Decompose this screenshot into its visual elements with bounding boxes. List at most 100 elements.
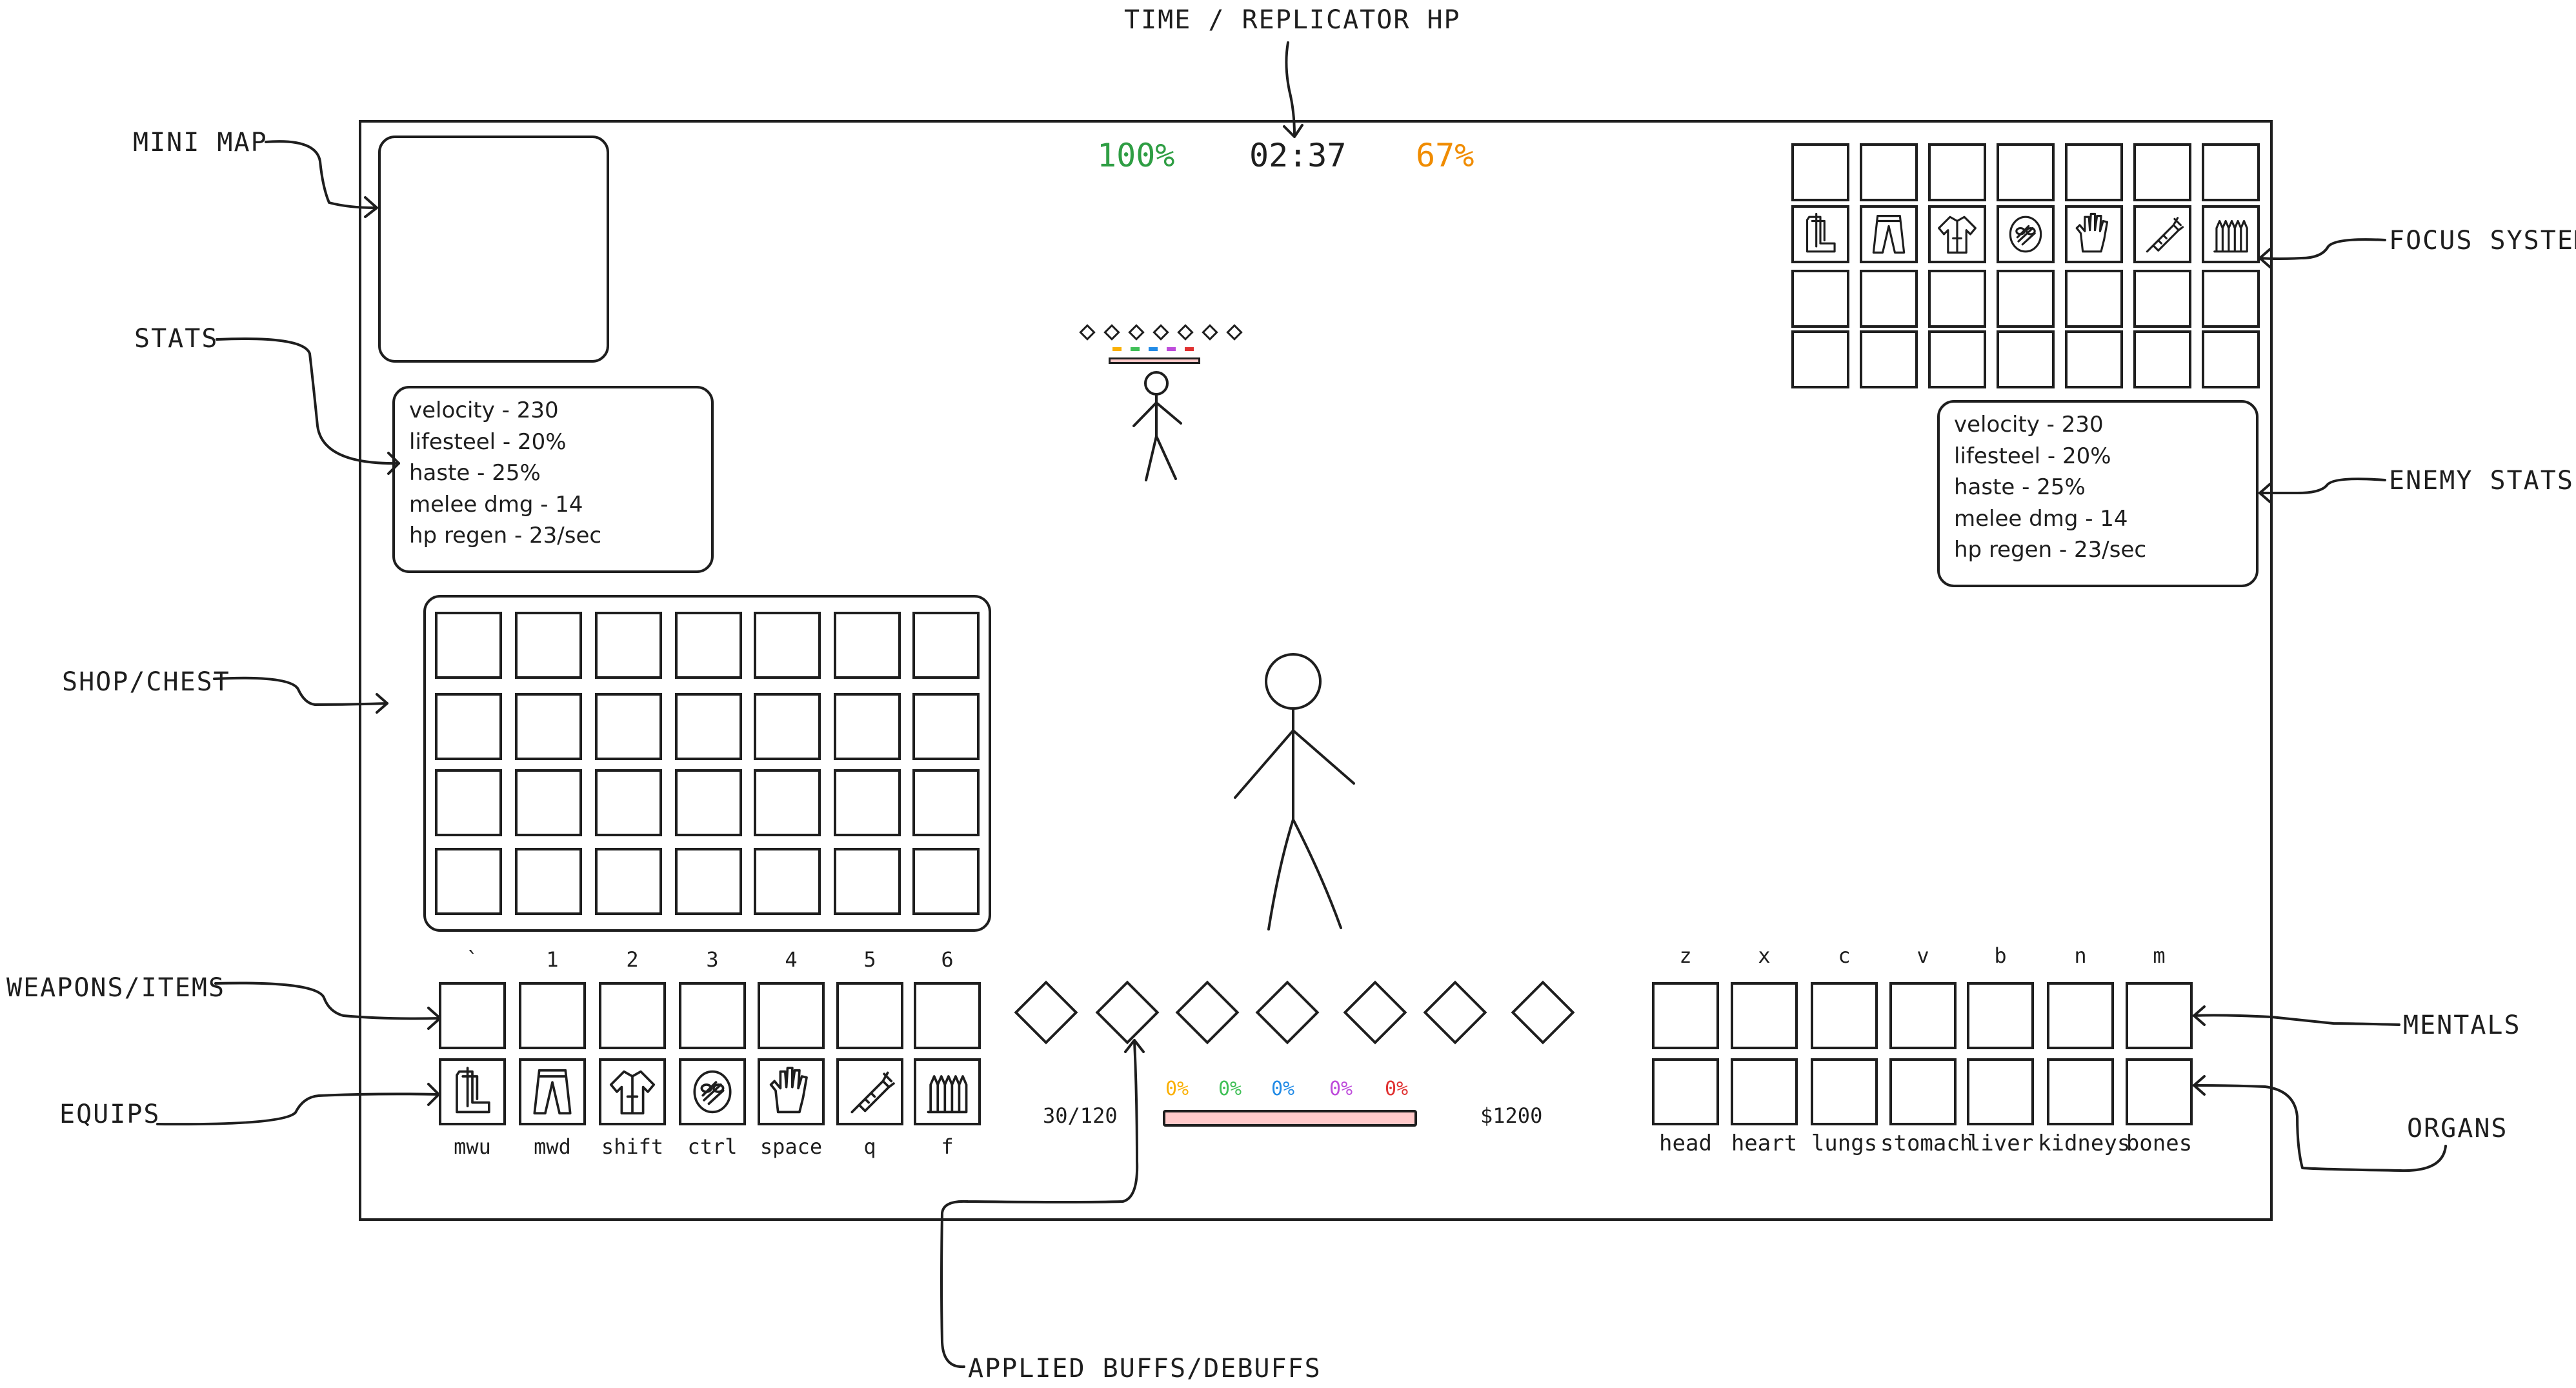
weapon-slot[interactable] [836,982,903,1049]
mini-map[interactable] [378,136,609,363]
pants-icon [533,1069,572,1115]
weapon-slot[interactable] [599,982,666,1049]
equip-slot[interactable] [836,1058,903,1125]
shop-slot[interactable] [912,769,980,836]
pants-icon [1872,215,1906,254]
shop-slot[interactable] [754,693,821,760]
shop-slot[interactable] [515,612,582,679]
mental-slot[interactable] [1967,982,2034,1049]
status-bar [1163,1110,1417,1127]
mental-slot[interactable] [1811,982,1878,1049]
equip-key-label: q [863,1134,876,1159]
weapon-slot[interactable] [439,982,506,1049]
weapon-slot[interactable] [914,982,981,1049]
focus-slot[interactable] [1997,205,2055,263]
organ-slot[interactable] [2126,1058,2193,1125]
shop-slot[interactable] [834,693,901,760]
shop-slot[interactable] [595,612,662,679]
focus-slot[interactable] [1791,270,1849,328]
shop-slot[interactable] [435,612,502,679]
mental-slot[interactable] [2047,982,2114,1049]
organ-slot[interactable] [2047,1058,2114,1125]
shop-slot[interactable] [754,848,821,915]
shirt-icon [1938,216,1977,254]
equip-key-label: ctrl [687,1134,738,1159]
focus-slot[interactable] [1997,330,2055,388]
focus-slot[interactable] [2133,330,2191,388]
focus-slot[interactable] [2065,205,2123,263]
equip-slot[interactable] [599,1058,666,1125]
shop-slot[interactable] [675,693,742,760]
equip-slot[interactable] [679,1058,746,1125]
organ-slot[interactable] [1889,1058,1957,1125]
weapon-slot[interactable] [758,982,825,1049]
shop-slot[interactable] [595,848,662,915]
focus-slot[interactable] [1791,330,1849,388]
shop-slot[interactable] [595,693,662,760]
shop-slot[interactable] [435,848,502,915]
weapon-key-label: 6 [941,947,954,972]
mental-slot[interactable] [2126,982,2193,1049]
shop-slot[interactable] [912,693,980,760]
mental-slot[interactable] [1652,982,1719,1049]
focus-slot[interactable] [1928,143,1986,201]
organ-slot[interactable] [1652,1058,1719,1125]
focus-slot[interactable] [1928,270,1986,328]
shop-slot[interactable] [834,848,901,915]
mental-key-label: n [2074,943,2087,968]
organ-slot[interactable] [1731,1058,1798,1125]
equip-slot[interactable] [439,1058,506,1125]
boots-icon [1806,212,1836,253]
annotation-mini-map: MINI MAP [133,128,268,157]
focus-slot[interactable] [2202,270,2260,328]
shop-slot[interactable] [675,848,742,915]
focus-slot[interactable] [2133,143,2191,201]
equip-slot[interactable] [519,1058,586,1125]
focus-slot[interactable] [2065,330,2123,388]
mental-slot[interactable] [1889,982,1957,1049]
shop-slot[interactable] [754,769,821,836]
shop-slot[interactable] [515,693,582,760]
shop-slot[interactable] [515,848,582,915]
focus-slot[interactable] [2202,143,2260,201]
focus-slot[interactable] [1860,143,1918,201]
organ-slot[interactable] [1967,1058,2034,1125]
shop-slot[interactable] [435,693,502,760]
shop-slot[interactable] [834,769,901,836]
focus-slot[interactable] [1928,330,1986,388]
glove-icon [2075,212,2109,253]
syringe-icon [2146,217,2184,253]
shop-slot[interactable] [515,769,582,836]
focus-slot[interactable] [1791,143,1849,201]
weapon-slot[interactable] [519,982,586,1049]
stat-line: melee dmg - 14 [409,491,583,518]
focus-slot[interactable] [1928,205,1986,263]
shop-slot[interactable] [675,612,742,679]
shop-slot[interactable] [435,769,502,836]
equip-slot[interactable] [758,1058,825,1125]
focus-slot[interactable] [1997,270,2055,328]
focus-slot[interactable] [1860,270,1918,328]
weapon-slot[interactable] [679,982,746,1049]
annotation-enemy-stats: ENEMY STATS [2389,466,2574,496]
shop-slot[interactable] [595,769,662,836]
shop-slot[interactable] [912,612,980,679]
focus-slot[interactable] [2202,205,2260,263]
shop-slot[interactable] [912,848,980,915]
shop-slot[interactable] [675,769,742,836]
focus-slot[interactable] [1860,330,1918,388]
focus-slot[interactable] [2202,330,2260,388]
focus-slot[interactable] [1860,205,1918,263]
focus-slot[interactable] [2133,270,2191,328]
equip-slot[interactable] [914,1058,981,1125]
weapon-key-label: 5 [863,947,876,972]
focus-slot[interactable] [2065,270,2123,328]
mental-slot[interactable] [1731,982,1798,1049]
shop-slot[interactable] [834,612,901,679]
organ-slot[interactable] [1811,1058,1878,1125]
shop-slot[interactable] [754,612,821,679]
focus-slot[interactable] [2133,205,2191,263]
focus-slot[interactable] [2065,143,2123,201]
focus-slot[interactable] [1791,205,1849,263]
focus-slot[interactable] [1997,143,2055,201]
